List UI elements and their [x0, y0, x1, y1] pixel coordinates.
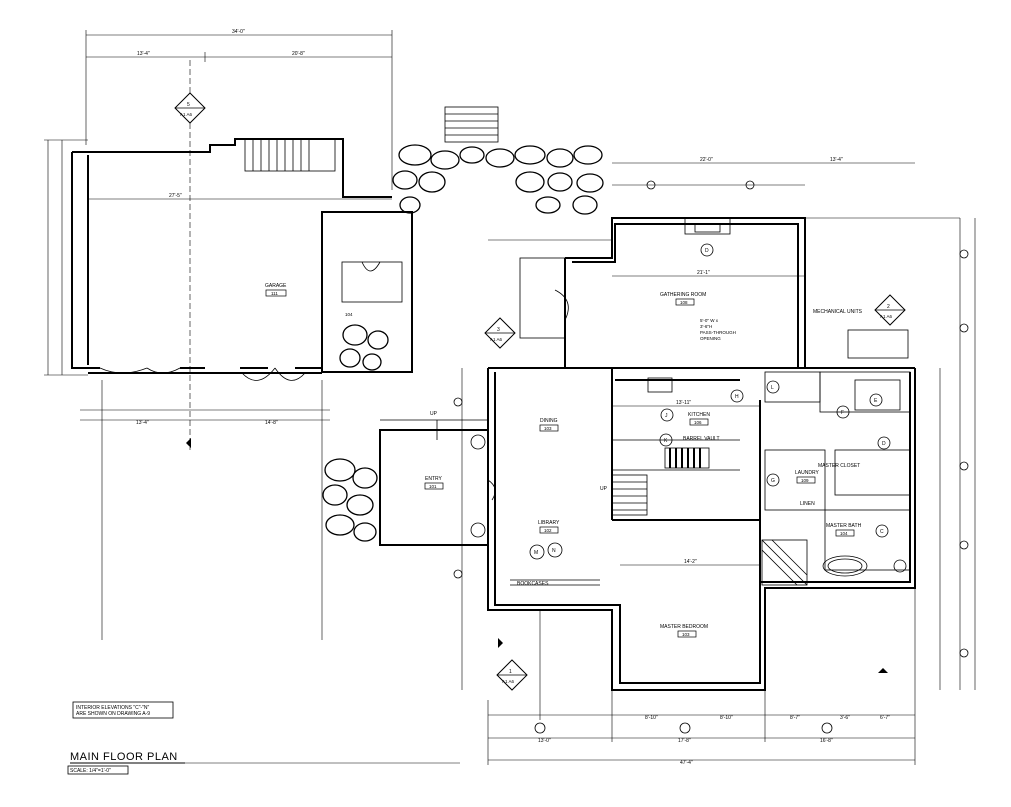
room-number-library: 102	[544, 528, 552, 533]
room-name-master-bath: MASTER BATH	[826, 523, 862, 529]
note-line-1: INTERIOR ELEVATIONS "C"-"N"	[76, 705, 150, 711]
section-5-number: 5	[187, 102, 190, 108]
dim-gathering-width: 21'-1"	[697, 270, 710, 276]
dim-seg-e: 6'-7"	[880, 715, 890, 721]
room-name-mechanical: MECHANICAL UNITS	[813, 309, 863, 315]
room-name-kitchen: KITCHEN	[688, 412, 710, 418]
pass-through-line1: 5'-0" W x	[700, 318, 719, 323]
garage-dimension-lines: 34'-0" 13'-4" 20'-8" 27'-5"	[44, 29, 393, 376]
room-number-kitchen: 106	[694, 420, 702, 425]
dim-seg-a: 8'-10"	[645, 715, 658, 721]
room-name-master-bedroom: MASTER BEDROOM	[660, 624, 708, 630]
dim-bottom-right: 16'-8"	[820, 738, 833, 744]
room-name-gathering: GATHERING ROOM	[660, 292, 706, 298]
plan-scale: SCALE: 1/4"=1'-0"	[70, 768, 111, 774]
section-tag-1: 1 A1 A6	[496, 638, 888, 691]
garage-label: GARAGE 111	[265, 283, 287, 297]
section-tag-3: 3 A1 A6	[484, 317, 516, 349]
dim-garage-left: 13'-4"	[137, 51, 150, 57]
elev-D: D	[705, 248, 709, 254]
dim-garage-bottom-right: 14'-8"	[265, 420, 278, 426]
main-upper-dims: 22'-0" 13'-4" 21'-1" 13'-11" 14'-2"	[461, 157, 976, 690]
elev-C: C	[880, 529, 884, 535]
dim-bottom-overall: 47'-4"	[680, 760, 693, 766]
room-labels: GATHERING ROOM 108 DINING 103 KITCHEN 10…	[424, 292, 863, 638]
room-name-barrel-vault: BARREL VAULT	[683, 436, 720, 442]
section-tag-5: 5 A1 A6	[174, 92, 206, 124]
entry-porch	[322, 419, 496, 546]
section-1-number: 1	[509, 669, 512, 675]
garage-walls	[71, 60, 392, 640]
interior-elevations-note: INTERIOR ELEVATIONS "C"-"N" ARE SHOWN ON…	[72, 701, 174, 719]
room-name-master-closet: MASTER CLOSET	[818, 463, 860, 469]
elev-M: M	[534, 550, 538, 556]
elev-L: L	[771, 385, 774, 391]
bookcases-label: BOOKCASES	[517, 581, 549, 587]
dim-seg-c: 8'-7"	[790, 715, 800, 721]
elev-D2: D	[882, 441, 886, 447]
pass-through-line3: PASS-THROUGH	[700, 330, 736, 335]
room-name-linen: LINEN	[800, 501, 815, 507]
dim-garage-right: 20'-8"	[292, 51, 305, 57]
dim-main-top: 22'-0"	[700, 157, 713, 163]
main-bottom-dims: 13'-0" 17'-8" 16'-8" 47'-4" 8'-10" 8'-10…	[487, 588, 916, 766]
title-block: MAIN FLOOR PLAN SCALE: 1/4"=1'-0"	[67, 751, 460, 775]
room-name-library: LIBRARY	[538, 520, 560, 526]
room-number-dining: 103	[544, 426, 552, 431]
dim-garage-bottom-left: 13'-4"	[136, 420, 149, 426]
elev-E: E	[874, 398, 878, 404]
dim-kitchen-width: 13'-11"	[676, 400, 691, 406]
dim-garage-inner: 27'-5"	[169, 193, 182, 199]
section-tag-2: 2 A1 A6	[874, 294, 906, 326]
dim-bedroom-width: 14'-2"	[684, 559, 697, 565]
section-3-ref: A1 A6	[490, 337, 503, 342]
elev-G: G	[771, 478, 775, 484]
section-2-number: 2	[887, 304, 890, 310]
dim-seg-d: 3'-6"	[840, 715, 850, 721]
up-label-entry: UP	[430, 411, 438, 417]
room-number-gathering: 108	[680, 300, 688, 305]
dim-main-top-right: 13'-4"	[830, 157, 843, 163]
stone-patio-top	[392, 106, 604, 215]
elev-N: N	[552, 548, 556, 554]
room-name-dining: DINING	[540, 418, 558, 424]
main-house-walls	[487, 217, 916, 691]
pass-through-line4: OPENING	[700, 336, 721, 341]
note-line-2: ARE SHOWN ON DRAWING A-9	[76, 711, 150, 717]
room-number-garage: 111	[271, 291, 278, 296]
elev-K: K	[664, 438, 668, 444]
pass-through-line2: 3'-6"H	[700, 324, 712, 329]
breezeway-tag: 104	[345, 312, 353, 317]
section-3-number: 3	[497, 327, 500, 333]
room-name-garage: GARAGE	[265, 283, 287, 289]
section-5-ref: A1 A6	[180, 112, 193, 117]
elev-J: J	[665, 413, 668, 419]
dim-garage-overall: 34'-0"	[232, 29, 245, 35]
up-label-stair: UP	[600, 486, 608, 492]
room-name-entry: ENTRY	[425, 476, 443, 482]
section-2-ref: A1 A6	[880, 314, 893, 319]
dim-bottom-mid: 17'-8"	[678, 738, 691, 744]
dim-seg-b: 8'-10"	[720, 715, 733, 721]
elev-F: F	[841, 410, 844, 416]
room-number-master-bedroom: 103	[682, 632, 690, 637]
breezeway: 104	[321, 211, 413, 373]
plan-title: MAIN FLOOR PLAN	[70, 751, 178, 763]
elev-H: H	[735, 394, 739, 400]
garage-bottom-dims: 13'-4" 14'-8"	[80, 409, 330, 448]
dim-bottom-left: 13'-0"	[538, 738, 551, 744]
room-number-master-bath: 104	[840, 531, 848, 536]
room-number-entry: 101	[429, 484, 437, 489]
room-number-laundry: 109	[801, 478, 809, 483]
grid-bubbles	[453, 180, 969, 658]
section-1-ref: A1 A6	[502, 679, 515, 684]
room-name-laundry: LAUNDRY	[795, 470, 819, 476]
elevation-markers: D H J K L M N E F G C D	[529, 243, 891, 560]
